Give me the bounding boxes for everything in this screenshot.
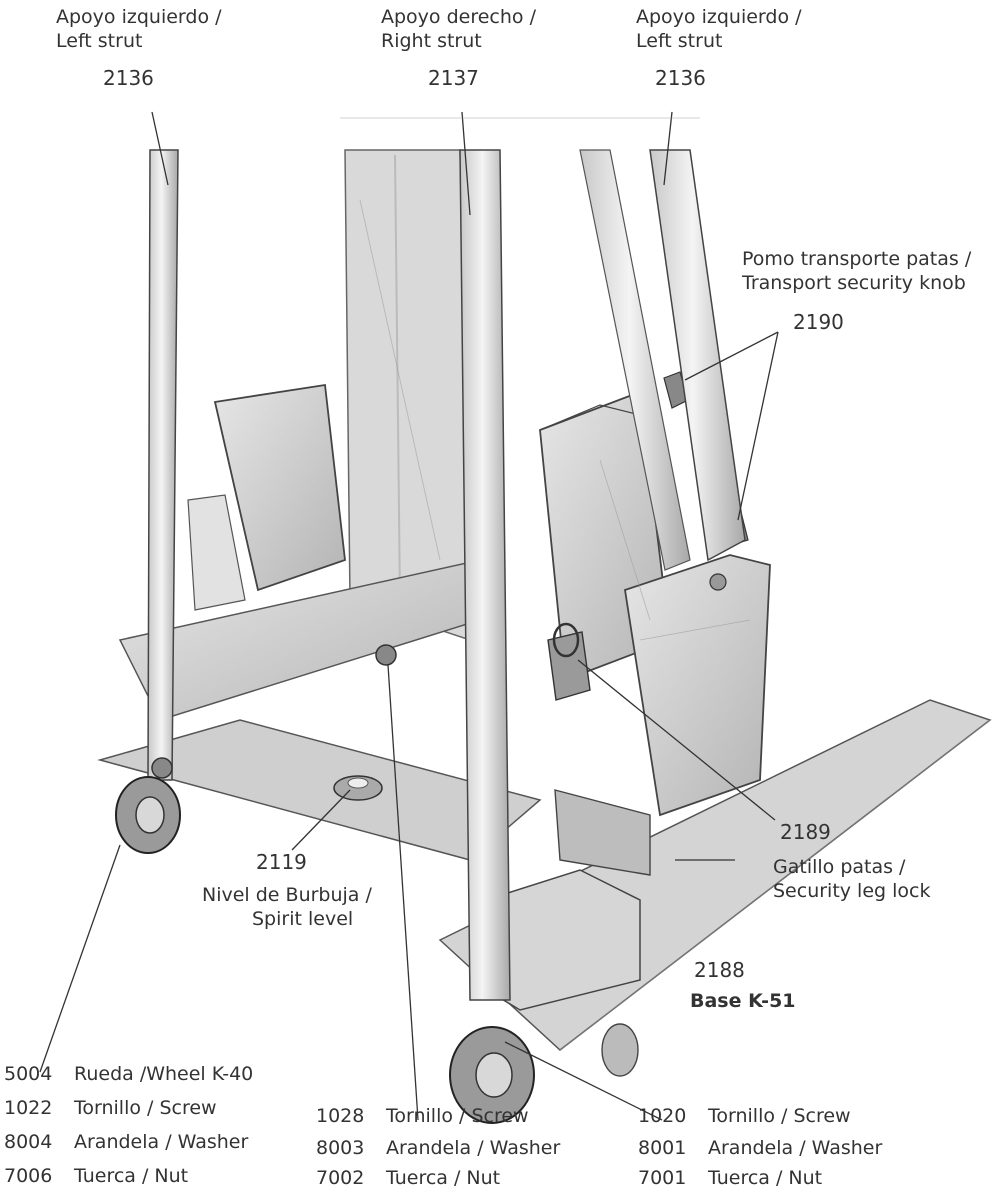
label-transport-knob-en: Transport security knob bbox=[742, 272, 966, 294]
part-desc: Arandela / Washer bbox=[708, 1137, 883, 1159]
label-left-strut-top-es: Apoyo izquierdo / bbox=[56, 6, 222, 28]
label-transport-knob-es: Pomo transporte patas / bbox=[742, 248, 972, 270]
left-strut-right bbox=[649, 149, 746, 562]
part-desc: Tuerca / Nut bbox=[74, 1165, 189, 1187]
part-row: 5004 Rueda /Wheel K-40 bbox=[4, 1062, 253, 1086]
part-desc: Tornillo / Screw bbox=[74, 1097, 217, 1119]
right-strut-center bbox=[459, 149, 511, 1001]
label-base-name: Base K-51 bbox=[690, 990, 796, 1012]
label-spirit-level-es: Nivel de Burbuja / bbox=[202, 884, 372, 906]
part-row: 1020 Tornillo / Screw bbox=[638, 1104, 851, 1128]
code-base: 2188 bbox=[694, 958, 745, 982]
code-left-strut-right: 2136 bbox=[655, 66, 706, 90]
part-code: 8001 bbox=[638, 1137, 687, 1159]
left-strut-left bbox=[147, 149, 179, 781]
bolt-middle bbox=[375, 644, 397, 666]
label-security-leg-lock-en: Security leg lock bbox=[773, 880, 931, 902]
part-row: 1022 Tornillo / Screw bbox=[4, 1096, 217, 1120]
part-desc: Tornillo / Screw bbox=[708, 1105, 851, 1127]
security-leg-lock bbox=[547, 631, 591, 701]
part-code: 7006 bbox=[4, 1165, 53, 1187]
code-right-strut: 2137 bbox=[428, 66, 479, 90]
part-code: 5004 bbox=[4, 1063, 53, 1085]
part-row: 7002 Tuerca / Nut bbox=[316, 1166, 500, 1190]
part-code: 1022 bbox=[4, 1097, 53, 1119]
part-desc: Rueda /Wheel K-40 bbox=[74, 1063, 254, 1085]
bolt-left-caster bbox=[151, 757, 173, 779]
label-security-leg-lock-es: Gatillo patas / bbox=[773, 856, 906, 878]
part-row: 8003 Arandela / Washer bbox=[316, 1136, 560, 1160]
label-right-strut-es: Apoyo derecho / bbox=[381, 6, 536, 28]
code-transport-knob: 2190 bbox=[793, 310, 844, 334]
label-left-strut-top-en: Left strut bbox=[56, 30, 143, 52]
part-row: 7006 Tuerca / Nut bbox=[4, 1164, 188, 1188]
part-desc: Arandela / Washer bbox=[386, 1137, 561, 1159]
label-left-strut-right-es: Apoyo izquierdo / bbox=[636, 6, 802, 28]
leader-lines bbox=[39, 111, 779, 1121]
part-code: 8003 bbox=[316, 1137, 365, 1159]
code-left-strut-top: 2136 bbox=[103, 66, 154, 90]
code-security-leg-lock: 2189 bbox=[780, 820, 831, 844]
right-leg-box-lower bbox=[623, 554, 771, 817]
part-code: 1020 bbox=[638, 1105, 687, 1127]
wheel-rear bbox=[601, 1023, 639, 1077]
part-desc: Tuerca / Nut bbox=[708, 1167, 823, 1189]
code-spirit-level: 2119 bbox=[256, 850, 307, 874]
part-row: 1028 Tornillo / Screw bbox=[316, 1104, 529, 1128]
part-row: 7001 Tuerca / Nut bbox=[638, 1166, 822, 1190]
label-spirit-level-en: Spirit level bbox=[252, 908, 354, 930]
part-code: 7001 bbox=[638, 1167, 687, 1189]
part-desc: Tornillo / Screw bbox=[386, 1105, 529, 1127]
part-desc: Arandela / Washer bbox=[74, 1131, 249, 1153]
part-code: 1028 bbox=[316, 1105, 365, 1127]
part-desc: Tuerca / Nut bbox=[386, 1167, 501, 1189]
label-right-strut-en: Right strut bbox=[381, 30, 482, 52]
part-row: 8001 Arandela / Washer bbox=[638, 1136, 882, 1160]
part-code: 7002 bbox=[316, 1167, 365, 1189]
base-frame-bottom bbox=[97, 719, 542, 861]
part-code: 8004 bbox=[4, 1131, 53, 1153]
label-left-strut-right-en: Left strut bbox=[636, 30, 723, 52]
part-row: 8004 Arandela / Washer bbox=[4, 1130, 248, 1154]
